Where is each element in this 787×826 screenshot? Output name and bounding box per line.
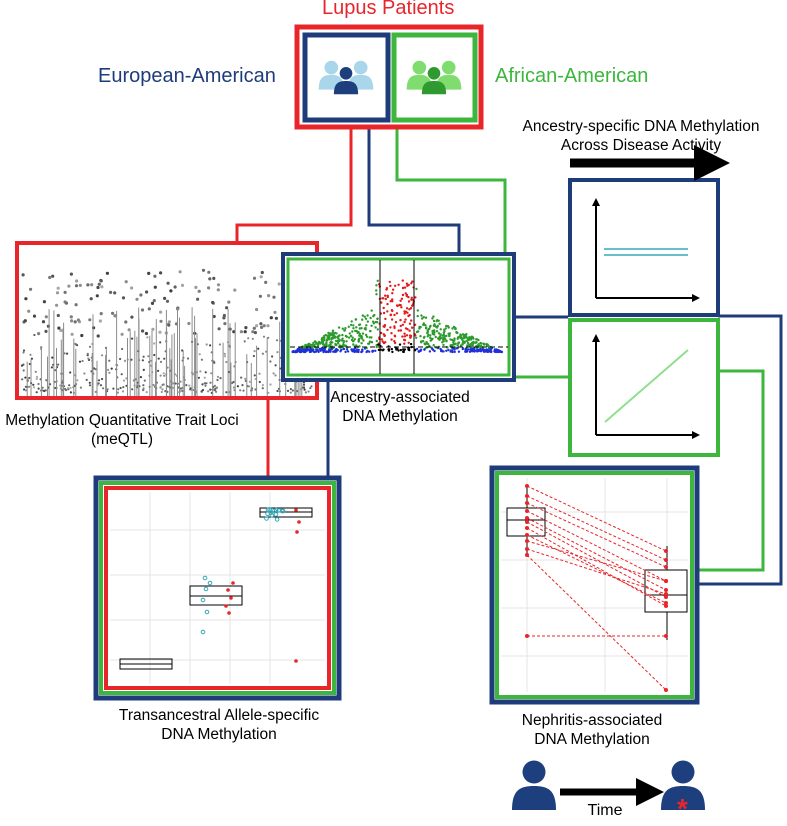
connector-navy-ancestry [367,126,461,254]
meqtl-caption: Methylation Quantitative Trait Loci (meQ… [0,411,244,449]
ancestry-caption-line2: DNA Methylation [342,408,458,425]
allele-caption-line2: DNA Methylation [161,726,277,743]
activity-caption-line2: Across Disease Activity [560,137,722,154]
connector-navy-nephritis [697,314,783,586]
allele-caption: Transancestral Allele-specific DNA Methy… [97,706,341,744]
connector-green-ancestry [395,126,507,254]
nephritis-caption-line1: Nephritis-associated [521,712,663,729]
connector-green-nephritis [667,369,765,572]
volcano-plot [290,260,508,374]
activity-caption-line1: Ancestry-specific DNA Methylation [522,118,760,135]
time-label: Time [587,802,623,819]
allele-caption-line1: Transancestral Allele-specific [118,707,320,724]
allele-boxplot [110,492,325,684]
activity-caption: Ancestry-specific DNA Methylation Across… [505,117,777,155]
nephritis-panel [489,465,700,705]
ancestry-caption: Ancestry-associated DNA Methylation [318,388,482,426]
page-title: Lupus Patients [322,0,455,19]
patient-before-icon [512,760,556,810]
meqtl-panel [15,241,319,400]
aa-line [604,349,689,423]
ea-axes [592,198,700,302]
european-label: European-American [98,65,276,87]
timeline [512,760,705,810]
nephritis-caption: Nephritis-associated DNA Methylation [502,711,682,749]
aa-axes [592,334,700,439]
ancestry-caption-line1: Ancestry-associated [330,389,470,406]
nephritis-caption-line2: DNA Methylation [534,731,650,748]
connector-red-meqtl [235,126,353,244]
disease-marker: * [677,793,688,824]
meqtl-caption-line1: Methylation Quantitative Trait Loci [5,412,239,429]
meqtl-caption-line2: (meQTL) [91,431,153,448]
allele-panel [93,475,342,701]
african-label: African-American [495,65,649,87]
patient-groups [294,24,484,130]
ancestry-panel [281,252,516,382]
connectors [235,126,783,586]
nephritis-boxplot [501,478,688,692]
disease-activity-panels [568,145,730,457]
